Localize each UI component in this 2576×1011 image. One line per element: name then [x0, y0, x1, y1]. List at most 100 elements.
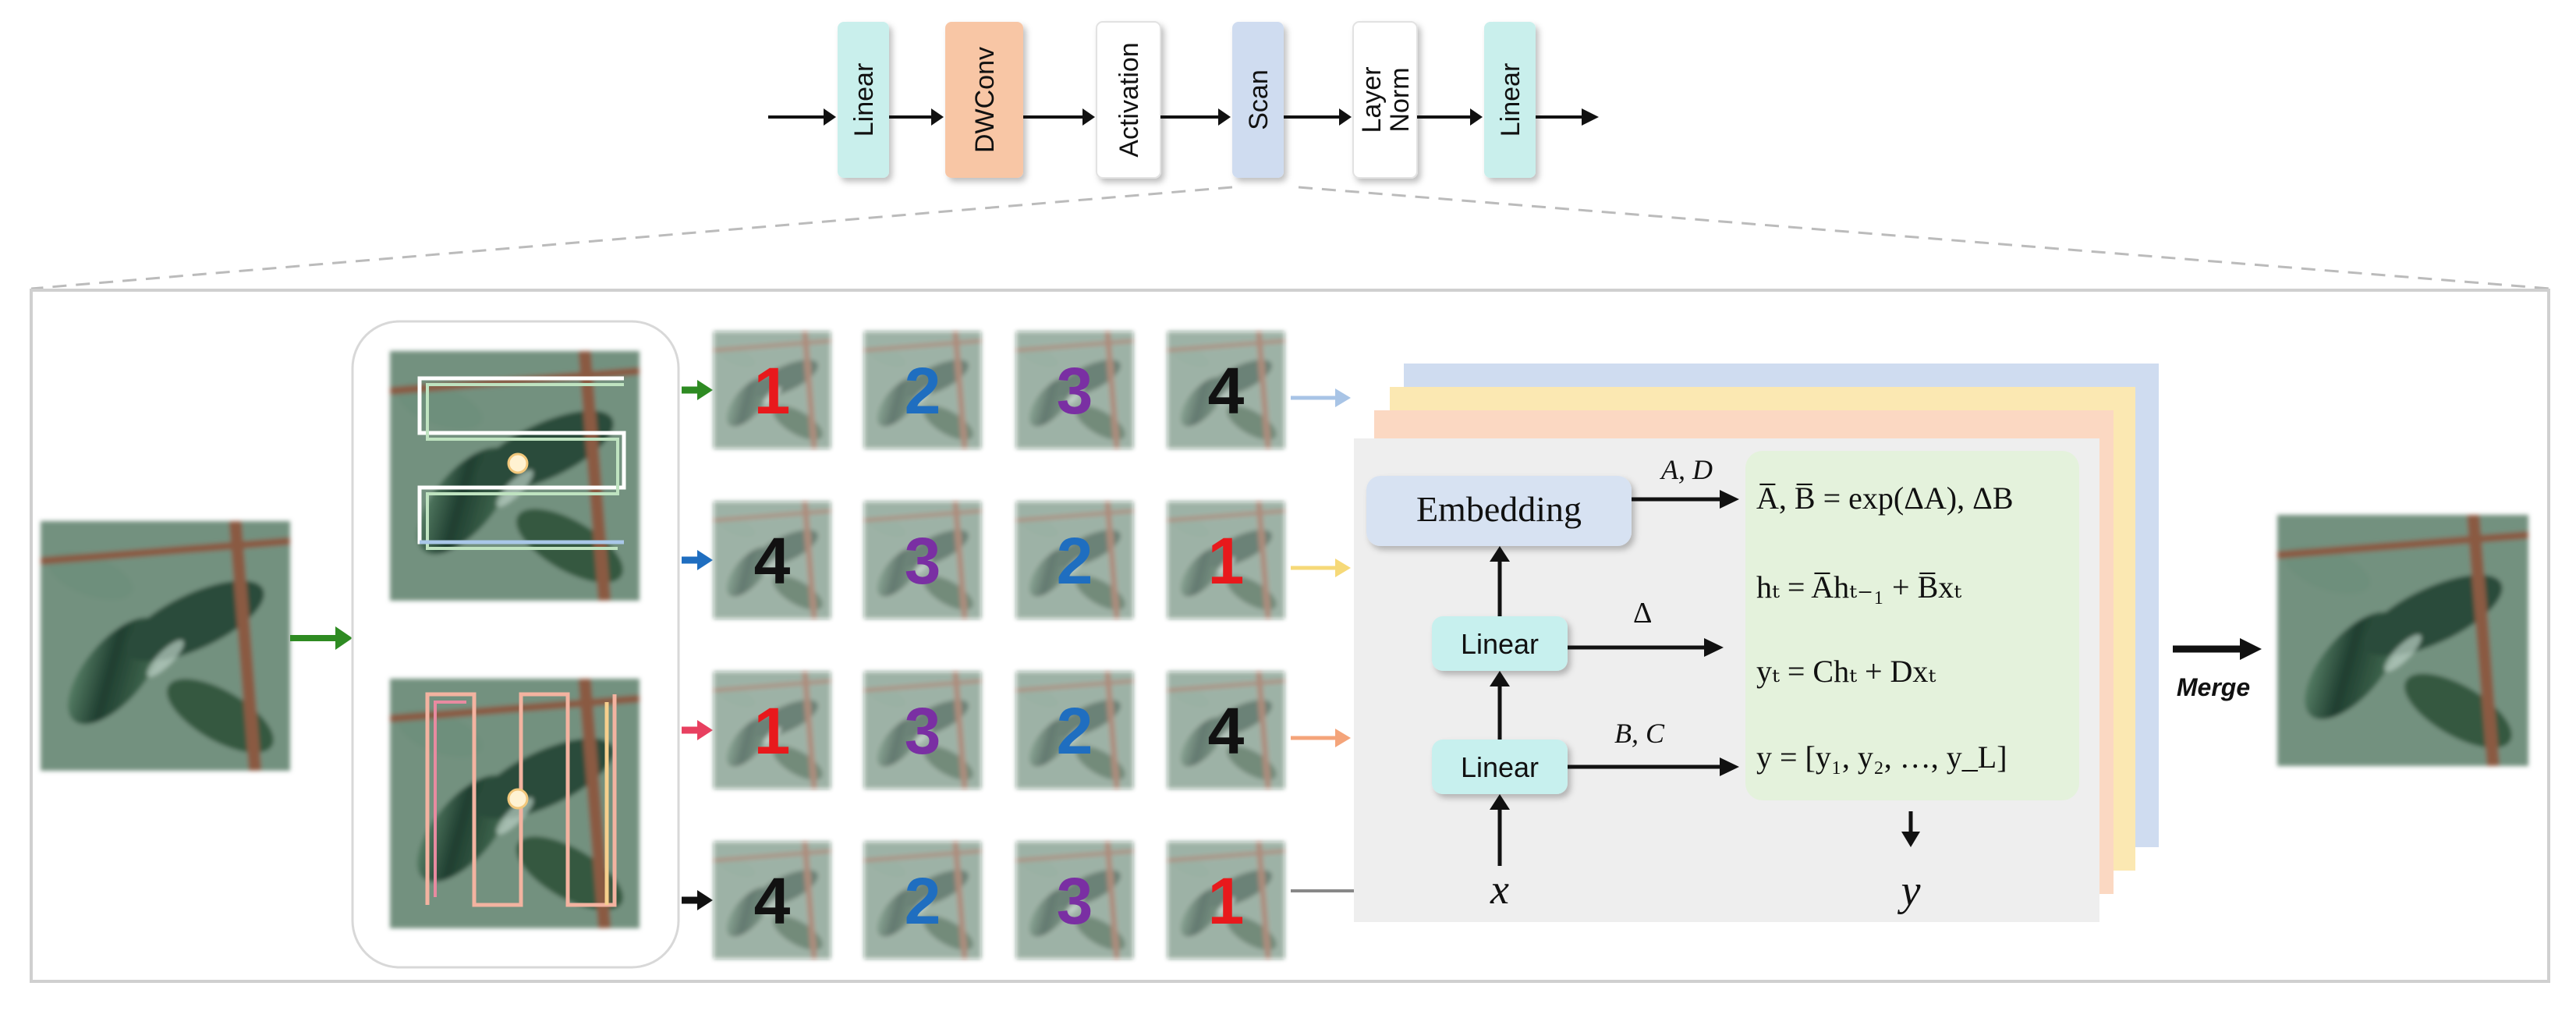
scan-tile-haze — [714, 842, 831, 959]
arrow-label-ad: A, D — [1660, 454, 1713, 485]
equation-state: hₜ = A̅hₜ₋₁ + B̅xₜ — [1756, 569, 1961, 605]
input-arrow-head — [335, 626, 353, 650]
scan-tile: 1 — [1168, 502, 1284, 619]
output-arrow-head — [1901, 832, 1920, 847]
pipeline-label-4: LayerNorm — [1357, 66, 1415, 133]
scan-tile: 1 — [1168, 842, 1284, 959]
horizontal-scan-path-b — [426, 383, 624, 550]
merge-arrow-head — [2240, 638, 2262, 660]
pipeline-label-line: Scan — [1244, 69, 1274, 130]
scan-order-number: 3 — [1057, 864, 1093, 938]
pipeline-label-2: Activation — [1114, 42, 1144, 157]
scan-order-number: 3 — [905, 694, 941, 768]
arrow-label-delta: Δ — [1633, 597, 1652, 630]
input-x-label: x — [1490, 866, 1509, 913]
scan-tile: 2 — [864, 842, 981, 959]
scan-order-number: 2 — [1057, 524, 1093, 598]
embedding-label: Embedding — [1416, 489, 1582, 529]
pipeline-block-linear — [838, 22, 889, 178]
pipeline-label-line: Norm — [1385, 67, 1415, 132]
scan-tile: 2 — [864, 332, 981, 449]
scan-tile: 1 — [714, 672, 831, 789]
equation-output: yₜ = Chₜ + Dxₜ — [1756, 654, 1936, 689]
scan-tile: 3 — [864, 672, 981, 789]
ssm-horizontal-arrows — [1568, 497, 1720, 769]
linear-label-lower: Linear — [1461, 751, 1539, 783]
scan-row-in-arrowhead-2 — [697, 550, 713, 570]
output-image — [2277, 515, 2528, 766]
equations-box — [1745, 451, 2079, 800]
scan-tile: 2 — [1016, 672, 1133, 789]
scan-order-number: 3 — [1057, 354, 1093, 427]
scan-order-number: 2 — [905, 864, 941, 938]
scan-tile: 3 — [1016, 842, 1133, 959]
scan-tile: 1 — [714, 332, 831, 449]
scan-tile: 4 — [714, 842, 831, 959]
scan-row-out-arrowhead-3 — [1335, 729, 1351, 747]
scan-tile-haze — [864, 502, 981, 619]
scan-center-point — [507, 452, 529, 474]
pipeline-arrowhead-1 — [931, 108, 944, 126]
scan-tile-haze — [1016, 842, 1133, 959]
zoom-line-right — [1298, 186, 2551, 290]
scan-order-number: 4 — [754, 524, 791, 598]
scan-tile-haze — [1168, 502, 1284, 619]
scan-tile-haze — [864, 672, 981, 789]
pipeline-label-5: Linear — [1496, 63, 1525, 137]
embedding-box — [1366, 476, 1632, 546]
pipeline-label-0: Linear — [849, 63, 879, 137]
scan-tile-haze — [714, 332, 831, 449]
scan-order-number: 1 — [1208, 524, 1245, 598]
scan-row-out-arrowhead-2 — [1335, 559, 1351, 577]
scan-image-horizontal — [390, 351, 640, 601]
scan-tile: 4 — [714, 502, 831, 619]
ssm-vertical-arrowheads — [1490, 546, 1510, 810]
scan-tile-haze — [714, 502, 831, 619]
scan-tile: 3 — [864, 502, 981, 619]
linear-box-upper — [1432, 616, 1568, 671]
scan-order-number: 1 — [754, 694, 791, 768]
pipeline-arrowhead-0 — [824, 108, 836, 126]
equations: A̅, B̅ = exp(ΔA), ΔB hₜ = A̅hₜ₋₁ + B̅xₜ … — [1756, 481, 2014, 775]
scan-order-number: 1 — [1208, 864, 1245, 938]
scan-row-in-arrowhead-3 — [697, 720, 713, 740]
scan-order-number: 2 — [1057, 694, 1093, 768]
scan-tile: 4 — [1168, 332, 1284, 449]
pipeline-arrowhead-out — [1582, 108, 1599, 126]
scan-row-in-arrowhead-4 — [697, 890, 713, 910]
pipeline-block-linear — [1484, 22, 1536, 178]
scan-tile: 4 — [1168, 672, 1284, 789]
zoom-line-left — [30, 186, 1233, 290]
pipeline-label-line: Linear — [849, 63, 879, 137]
scan-tile: 2 — [1016, 502, 1133, 619]
scan-order-number: 3 — [905, 524, 941, 598]
pipeline-arrowhead-4 — [1339, 108, 1352, 126]
scan-tile: 3 — [1016, 332, 1133, 449]
scan-order-number: 4 — [1208, 354, 1245, 427]
pipeline-block-activation — [1096, 21, 1161, 179]
linear-box-lower — [1432, 740, 1568, 794]
pipeline-arrowhead-5 — [1470, 108, 1483, 126]
scan-tile-haze — [1168, 332, 1284, 449]
scan-order-number: 4 — [1208, 694, 1245, 768]
vertical-scan-path-b — [434, 701, 466, 897]
equation-discretization: A̅, B̅ = exp(ΔA), ΔB — [1756, 481, 2014, 516]
output-y-label: y — [1897, 867, 1921, 915]
ssm-horizontal-arrowheads — [1704, 490, 1739, 776]
scan-center-point-2 — [507, 788, 529, 810]
pipeline-label-line: Layer — [1357, 66, 1387, 133]
pipeline-arrowhead-2 — [1082, 108, 1095, 126]
equation-sequence: y = [y₁, y₂, …, y_L] — [1756, 740, 2007, 775]
scan-tile-haze — [714, 672, 831, 789]
scan-order-number: 1 — [754, 354, 791, 427]
pipeline-block-layer-norm — [1352, 21, 1418, 179]
scan-row-out-arrowhead-1 — [1335, 388, 1351, 407]
pipeline-label-line: Linear — [1496, 63, 1525, 137]
pipeline-arrowhead-3 — [1218, 108, 1231, 126]
input-image — [41, 521, 290, 771]
scan-tile-haze — [864, 842, 981, 959]
linear-label-upper: Linear — [1461, 628, 1539, 660]
